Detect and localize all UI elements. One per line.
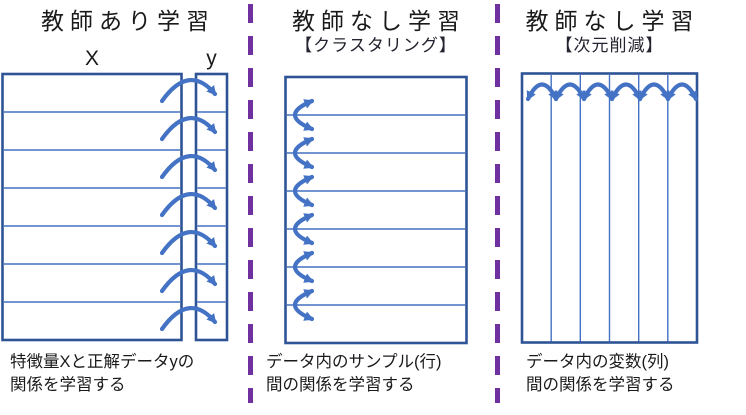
column-pair-arrow-icon [581,82,615,102]
row-grid-lines [287,114,465,306]
clustering-table [284,75,468,345]
row-pair-arrow-icon [292,136,315,170]
x-to-y-arrow-icon [159,77,218,104]
row-pair-arrow-icon [292,98,315,132]
row-pair-arrow-icon [292,250,315,284]
panel2-subtitle: 【クラスタリング】 [295,36,457,55]
row-pair-arrow-icons [292,98,315,322]
row-pair-arrow-icon [292,174,315,208]
row-grid-lines [4,111,226,303]
x-to-y-arrow-icon [159,229,218,256]
x-column-label: X [84,47,99,70]
column-pair-arrow-icon [609,82,643,102]
column-grid-lines [550,75,669,342]
supervised-diagram [1,72,229,342]
column-pair-arrow-icon [525,82,559,102]
column-pair-arrow-icons [525,82,699,102]
panel3-subtitle: 【次元削減】 [555,36,664,55]
column-pair-arrow-icon [665,82,699,102]
row-pair-arrow-icon [292,288,315,322]
x-to-y-arrow-icons [159,77,218,332]
clustering-diagram [284,75,468,345]
x-to-y-arrow-icon [159,115,218,142]
x-to-y-arrow-icon [159,267,218,294]
panel3-title: 教師なし学習 [525,8,700,34]
row-pair-arrow-icon [292,212,315,246]
panel2-title: 教師なし学習 [292,8,466,34]
column-pair-arrow-icon [637,82,671,102]
column-pair-arrow-icon [553,82,587,102]
dimreduction-diagram [520,72,699,344]
y-column-label: y [206,47,217,70]
panel3-caption: データ内の変数(列) 間の関係を学習する [526,353,675,394]
supervised-x-table [1,72,183,342]
x-to-y-arrow-icon [159,305,218,332]
panel2-caption: データ内のサンプル(行) 間の関係を学習する [266,353,442,394]
panel-separator-left [247,4,253,403]
panel1-title: 教師あり学習 [41,8,215,34]
panel1-caption: 特徴量Xと正解データyの 関係を学習する [10,353,195,394]
panel-separator-right [495,4,500,403]
x-to-y-arrow-icon [159,191,218,218]
x-to-y-arrow-icon [159,153,218,180]
